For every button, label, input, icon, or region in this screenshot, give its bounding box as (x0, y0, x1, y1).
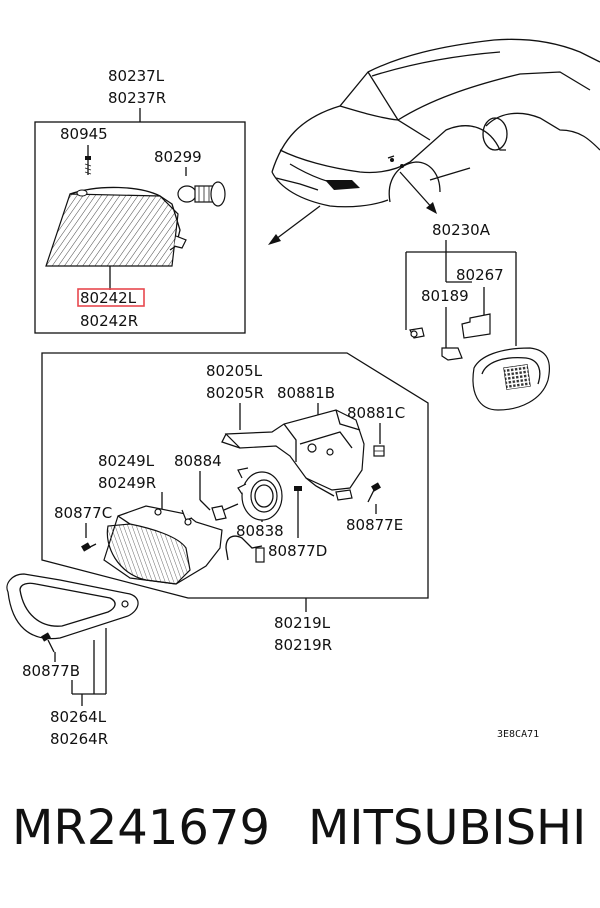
label-bolt-c: 80881C (347, 404, 405, 422)
label-lens-l: 80242L (80, 289, 137, 307)
label-screw-b: 80877B (22, 662, 80, 680)
screw-icon (367, 482, 381, 503)
label-side-assy: 80230A (432, 221, 491, 239)
lens-highlight (77, 288, 145, 307)
diagram-code: 3E8CA71 (497, 729, 539, 740)
label-side-socket: 80189 (421, 287, 469, 305)
fog-lamp-icon (103, 505, 223, 585)
car-outline-icon (268, 38, 600, 245)
label-fog-l: 80249L (98, 452, 155, 470)
label-adjuster: 80884 (174, 452, 222, 470)
label-bracket-r: 80205R (206, 384, 264, 402)
label-lamp-r: 80237R (108, 89, 166, 107)
nut-icon (335, 489, 353, 501)
fog-lamp-group: 80205L 80205R 80881B 80881C 80249L 80249… (41, 352, 429, 654)
screw-icon (294, 486, 302, 500)
label-bezel-l: 80264L (50, 708, 107, 726)
footer: MR241679 MITSUBISHI (0, 800, 600, 880)
label-fog-assy-r: 80219R (274, 636, 332, 654)
bezel-icon (6, 573, 139, 640)
label-lamp-l: 80237L (108, 67, 165, 85)
label-socket: 80838 (236, 522, 284, 540)
label-side-bracket: 80267 (456, 266, 504, 284)
side-socket-icon (441, 347, 463, 361)
label-screw-d: 80877D (268, 542, 327, 560)
bezel-group: 80877B 80264L 80264R (6, 573, 139, 748)
label-bezel-r: 80264R (50, 730, 108, 748)
label-bracket-l: 80205L (206, 362, 263, 380)
screw-icon (81, 542, 97, 552)
bolt-icon (373, 445, 385, 457)
adjuster-screw-icon (211, 503, 239, 521)
fog-lamp-box (41, 352, 429, 599)
front-lamp-group: 80237L 80237R 80945 80299 (34, 67, 246, 334)
label-screw-c: 80877C (54, 504, 112, 522)
front-lamp-icon (45, 186, 187, 267)
label-bulb: 80299 (154, 148, 202, 166)
screw-icon (41, 632, 55, 653)
label-screw-top: 80945 (60, 125, 108, 143)
screw-icon (84, 156, 92, 175)
part-number: MR241679 (12, 800, 270, 856)
front-lamp-box (34, 121, 246, 334)
label-fog-r: 80249R (98, 474, 156, 492)
label-screw-e: 80877E (346, 516, 403, 534)
side-marker-lamp-icon (472, 347, 551, 411)
socket-ring-icon (237, 467, 283, 521)
side-bracket-icon (461, 313, 491, 339)
label-lens-r: 80242R (80, 312, 138, 330)
clip-icon (409, 327, 425, 339)
label-fog-assy-l: 80219L (274, 614, 331, 632)
wire-harness-icon (225, 535, 265, 563)
side-marker-group: 80230A 80267 80189 (405, 221, 551, 411)
fog-bracket-icon (221, 409, 365, 497)
brand-name: MITSUBISHI (308, 800, 587, 856)
label-bolt-b: 80881B (277, 384, 335, 402)
bulb-icon (177, 181, 226, 207)
